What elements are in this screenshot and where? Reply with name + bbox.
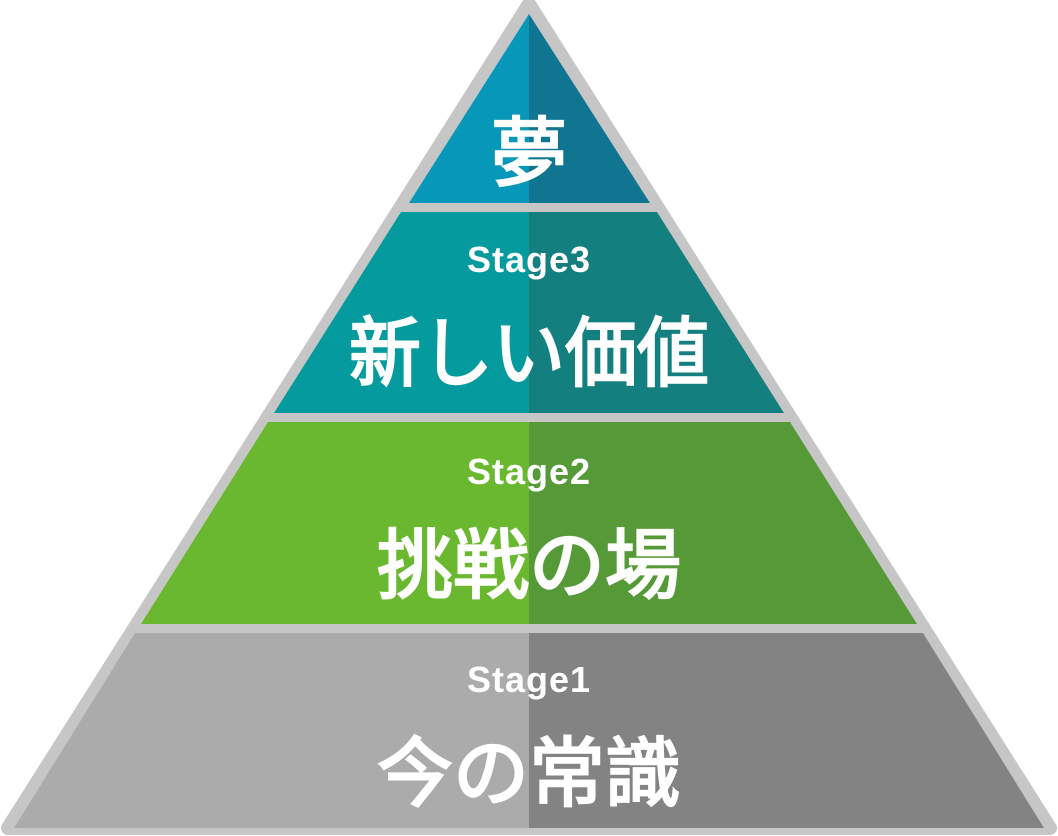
tier-stage3-right bbox=[529, 212, 784, 413]
tier-stage1-right bbox=[529, 633, 1044, 828]
tier-stage2-stage-label: Stage2 bbox=[467, 451, 591, 492]
tier-stage1-left bbox=[14, 633, 529, 828]
tier-stage3-left bbox=[274, 212, 529, 413]
tier-stage1-title: 今の常識 bbox=[377, 729, 681, 818]
tier-dream-right bbox=[529, 14, 650, 203]
tier-dream-title: 夢 bbox=[491, 109, 567, 198]
tier-stage3-title: 新しい価値 bbox=[349, 309, 709, 398]
tier-stage3-stage-label: Stage3 bbox=[467, 239, 591, 280]
tier-stage2-left bbox=[141, 422, 529, 624]
tier-stage2-title: 挑戦の場 bbox=[377, 521, 681, 610]
tier-dream-left bbox=[409, 14, 529, 203]
tier-stage1: Stage1 今の常識 bbox=[14, 633, 1044, 828]
tier-dream: 夢 bbox=[409, 14, 650, 203]
tier-stage2-right bbox=[529, 422, 917, 624]
tier-stage2: Stage2 挑戦の場 bbox=[141, 422, 917, 624]
tier-stage3: Stage3 新しい価値 bbox=[274, 212, 784, 413]
tier-stage1-stage-label: Stage1 bbox=[467, 659, 591, 700]
